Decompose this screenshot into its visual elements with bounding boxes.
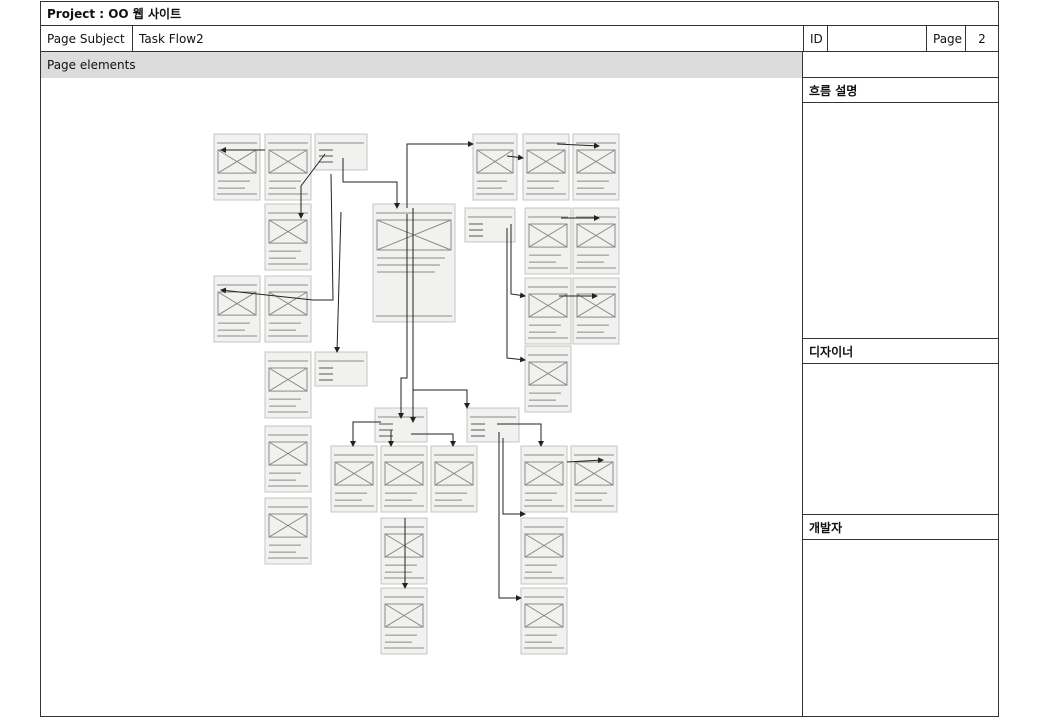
wireframe-sketch — [380, 445, 428, 513]
page-subject-label: Page Subject — [47, 31, 125, 46]
page-number: 2 — [965, 26, 998, 51]
page-label: Page — [926, 26, 965, 51]
id-value — [827, 26, 926, 51]
wireframe-sketch — [330, 445, 378, 513]
page-subject-row: Page Subject Task Flow2 ID Page 2 — [41, 26, 998, 52]
project-title-row: Project : OO 웹 사이트 — [41, 2, 998, 26]
wireframe-sketch — [264, 203, 312, 271]
flow-arrow — [342, 158, 400, 209]
wireframe-sketch — [213, 275, 261, 343]
flow-arrow — [411, 433, 456, 447]
wireframe-sketch — [520, 587, 568, 655]
wireframe-sketch — [213, 133, 261, 201]
wireframe-sketch — [524, 277, 572, 345]
flow-arrow — [510, 224, 526, 299]
flow-arrow — [334, 211, 342, 353]
page-elements-header: Page elements — [41, 52, 802, 78]
wireframe-sketch — [570, 445, 618, 513]
wireframe-sketch — [520, 517, 568, 585]
storyboard-frame: Project : OO 웹 사이트 Page Subject Task Flo… — [40, 1, 999, 717]
flow-arrow — [350, 421, 381, 447]
project-title: Project : OO 웹 사이트 — [47, 7, 182, 21]
wireframe-sketch — [572, 133, 620, 201]
flow-arrow — [497, 423, 544, 447]
wireframe-sketch — [372, 203, 456, 323]
wireframe-sketch — [520, 445, 568, 513]
flow-arrow — [556, 142, 600, 149]
wireframe-sketch — [466, 407, 520, 443]
flow-arrow — [298, 153, 326, 219]
flow-arrow — [406, 141, 474, 208]
flow-arrow — [398, 214, 408, 419]
wireframe-sketch — [572, 277, 620, 345]
wireframe-sketch — [430, 445, 478, 513]
wireframe-sketch — [524, 207, 572, 275]
id-label: ID — [803, 26, 827, 51]
designer-heading: 디자이너 — [803, 338, 998, 364]
flow-arrow — [506, 154, 524, 161]
wireframe-sketch — [380, 587, 428, 655]
wireframe-sketch — [314, 133, 368, 171]
page-elements-canvas — [41, 78, 802, 716]
wireframe-sketch — [264, 351, 312, 419]
wireframe-sketch — [264, 497, 312, 565]
flow-arrow — [220, 173, 334, 301]
wireframe-sketch — [522, 133, 570, 201]
wireframe-sketch — [380, 517, 428, 585]
wireframe-sketch — [264, 133, 312, 201]
wireframe-sketch-group — [213, 133, 620, 655]
flow-arrow — [566, 457, 604, 464]
task-flow-diagram — [213, 133, 620, 655]
wireframe-sketch — [524, 345, 572, 413]
page-subject-value: Task Flow2 — [132, 26, 803, 51]
wireframe-sketch — [264, 275, 312, 343]
side-panel-divider — [802, 52, 803, 716]
flow-arrow — [498, 432, 522, 601]
flow-arrow-group — [220, 141, 604, 601]
wireframe-sketch — [314, 351, 368, 387]
wireframe-sketch — [264, 425, 312, 493]
flow-arrow — [502, 438, 526, 517]
wireframe-sketch — [472, 133, 518, 201]
flow-arrow — [506, 228, 526, 363]
developer-heading: 개발자 — [803, 514, 998, 540]
flow-description-heading: 흐름 설명 — [803, 77, 998, 103]
